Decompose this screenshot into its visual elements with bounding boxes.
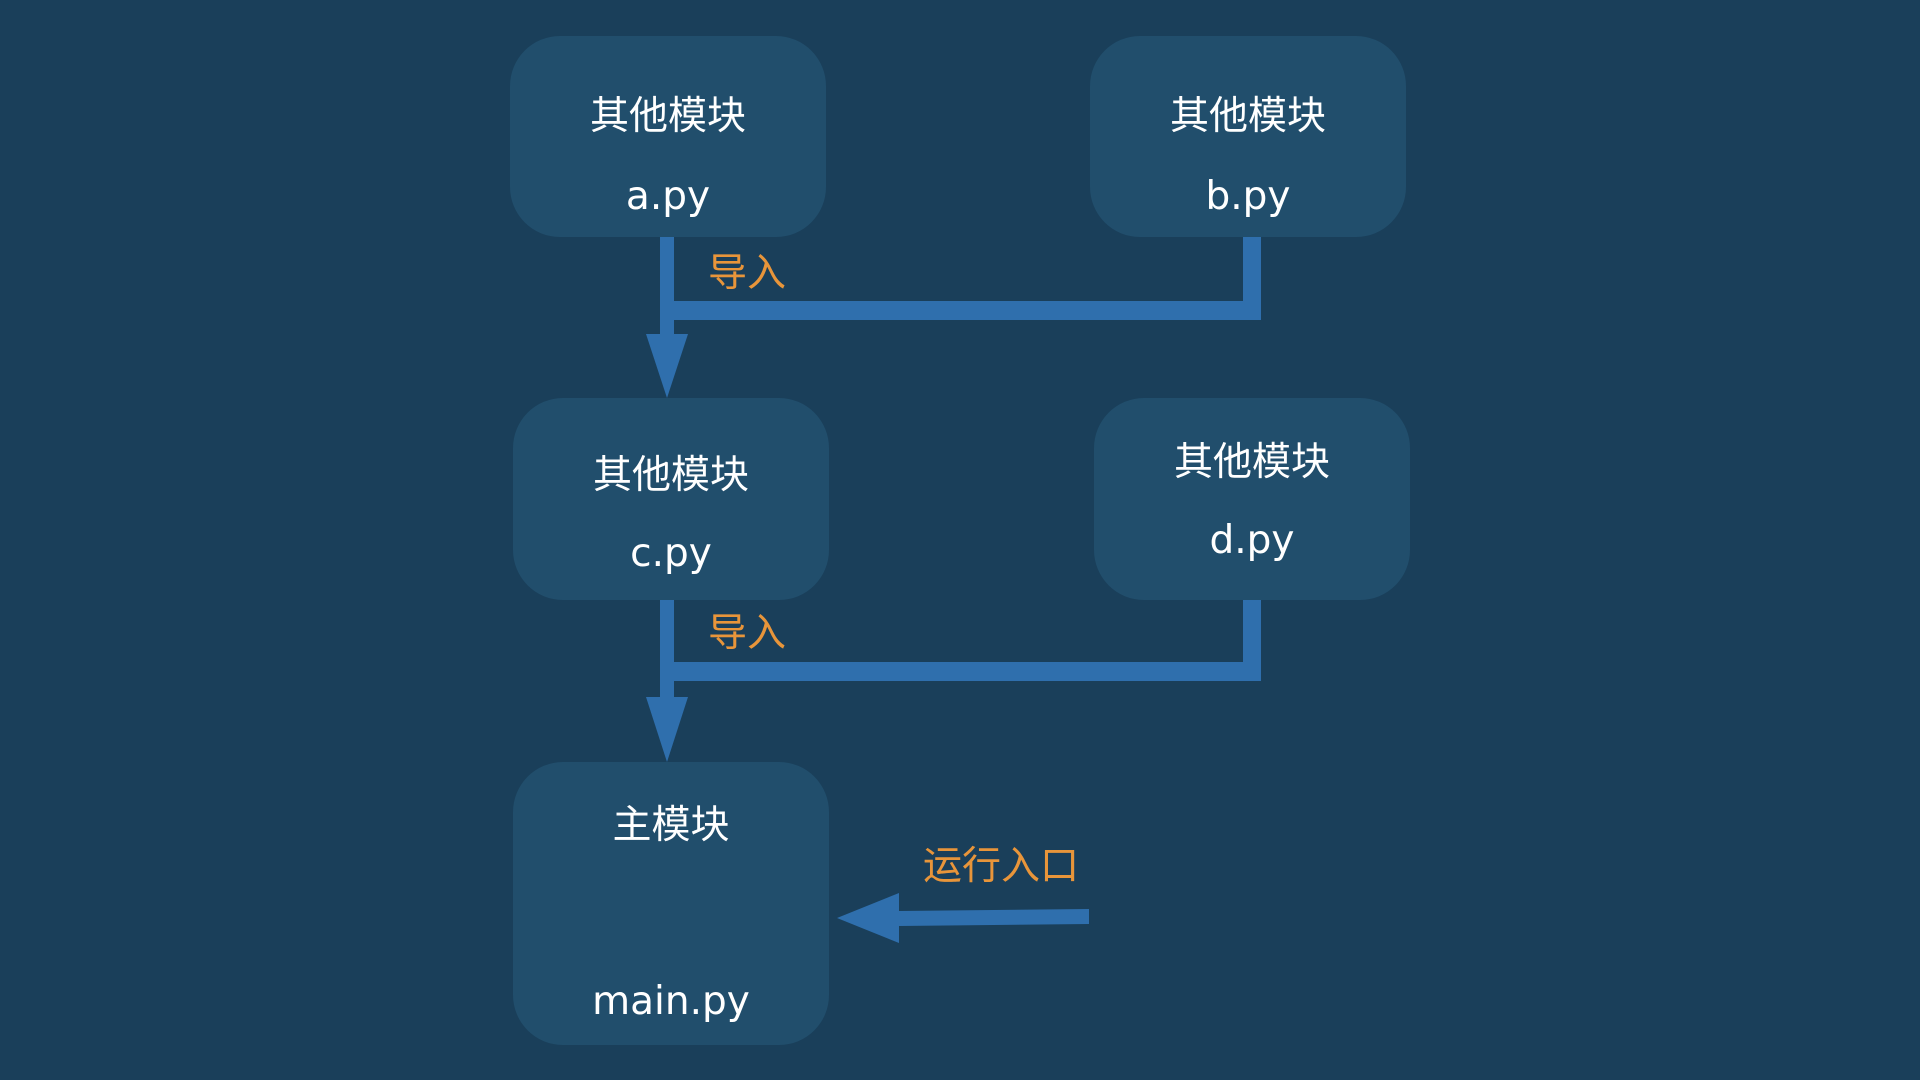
arrowhead-to-main [646, 697, 688, 762]
entry-point-label: 运行入口 [923, 844, 1080, 889]
connector-a-stem [660, 237, 674, 339]
entry-arrowhead [837, 893, 899, 943]
connector-b-stem [1243, 237, 1261, 320]
import-label-middle: 导入 [708, 611, 787, 656]
module-c-file: c.py [630, 531, 712, 576]
module-d-box: 其他模块 d.py [1094, 398, 1410, 600]
module-a-file: a.py [625, 174, 711, 219]
import-label-top: 导入 [708, 251, 787, 296]
connector-d-stem [1243, 600, 1261, 681]
main-module-file: main.py [592, 979, 750, 1024]
entry-arrow-shaft [899, 909, 1089, 926]
module-d-kind: 其他模块 [1173, 440, 1330, 485]
module-d-file: d.py [1209, 518, 1295, 563]
module-b-file: b.py [1205, 174, 1291, 219]
arrowhead-to-c [646, 334, 688, 398]
connector-b-horizontal [667, 301, 1261, 320]
connector-d-horizontal [667, 662, 1261, 681]
main-module-kind: 主模块 [612, 803, 730, 848]
module-a-kind: 其他模块 [589, 94, 746, 139]
module-b-box: 其他模块 b.py [1090, 36, 1406, 237]
module-c-kind: 其他模块 [592, 453, 749, 498]
module-a-box: 其他模块 a.py [510, 36, 826, 237]
module-b-kind: 其他模块 [1169, 94, 1326, 139]
module-c-box: 其他模块 c.py [513, 398, 829, 600]
connector-c-stem [660, 600, 674, 702]
main-module-box: 主模块 main.py [513, 762, 829, 1045]
